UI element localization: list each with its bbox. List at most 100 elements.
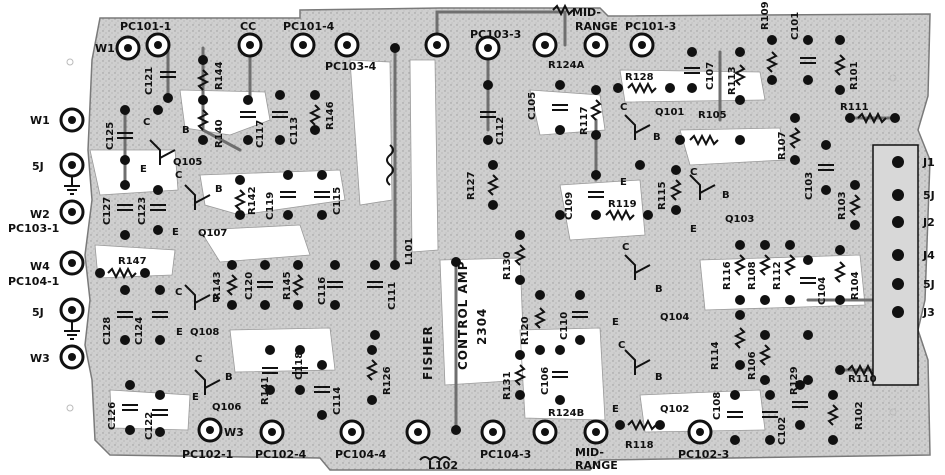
label-w1-top: W1 (95, 42, 115, 55)
ref-r108: R108 (747, 261, 758, 290)
label-pc103-4: PC103-4 (325, 60, 377, 73)
ref-r107: R107 (777, 131, 788, 160)
ref-r141: R141 (260, 376, 271, 405)
ref-c105: C105 (527, 92, 538, 120)
label-mid-bot-2: RANGE (575, 459, 618, 472)
label-pc104-1: PC104-1 (8, 275, 59, 288)
ref-r147: R147 (118, 256, 147, 267)
label-w3-left: W3 (30, 352, 50, 365)
label-j2: J2 (922, 216, 935, 229)
ref-c106: C106 (540, 367, 551, 395)
label-pc102-1: PC102-1 (182, 448, 233, 461)
ref-c104: C104 (817, 277, 828, 305)
ref-c108: C108 (712, 392, 723, 420)
label-pc103-1: PC103-1 (8, 222, 59, 235)
ref-r120: R120 (520, 316, 531, 345)
ref-c101: C101 (790, 12, 801, 40)
ref-r127: R127 (466, 171, 477, 200)
ref-q102: Q102 (660, 404, 689, 415)
ref-c115: C115 (332, 187, 343, 215)
label-5j-d: 5J (923, 278, 935, 291)
pin-q102-b: B (655, 372, 663, 383)
ref-r101: R101 (849, 61, 860, 90)
ref-r102: R102 (854, 401, 865, 430)
label-5j-b: 5J (32, 306, 44, 319)
label-pc104-4: PC104-4 (335, 448, 387, 461)
pin-q103-e: E (690, 224, 697, 235)
ref-q104: Q104 (660, 312, 689, 323)
ref-c116: C116 (317, 277, 328, 305)
pin-q105-c: C (143, 117, 150, 128)
component-labels: C121 R144 C117 C113 R146 R140 C125 C127 … (102, 1, 877, 472)
ref-q103: Q103 (725, 214, 754, 225)
label-pc101-4: PC101-4 (283, 20, 335, 33)
label-pc102-3: PC102-3 (678, 448, 729, 461)
label-pc101-3: PC101-3 (625, 20, 676, 33)
pin-q104-b: B (655, 284, 663, 295)
ref-r145: R145 (282, 271, 293, 300)
ref-r109: R109 (760, 1, 771, 30)
ref-r103: R103 (837, 191, 848, 220)
label-pc101-1: PC101-1 (120, 20, 171, 33)
ref-r116: R116 (722, 261, 733, 290)
ref-r112: R112 (772, 261, 783, 290)
ref-c124: C124 (134, 317, 145, 345)
connector-labels: J1 5J J2 J4 5J J3 (922, 156, 935, 319)
ref-c120: C120 (244, 272, 255, 300)
pin-q108-e: E (176, 327, 183, 338)
label-j1: J1 (922, 156, 935, 169)
ref-r129: R129 (789, 366, 800, 395)
pin-q107-c: C (175, 170, 182, 181)
label-pc103-3: PC103-3 (470, 28, 521, 41)
ref-q101: Q101 (655, 107, 684, 118)
ref-c118: C118 (294, 352, 305, 380)
ref-r119: R119 (608, 199, 637, 210)
ref-r113: R113 (727, 66, 738, 95)
pin-q103-b: B (722, 190, 730, 201)
ref-c107: C107 (705, 62, 716, 90)
ref-q106: Q106 (212, 402, 241, 413)
label-mid-top-2: RANGE (575, 20, 618, 33)
label-5j-c: 5J (923, 189, 935, 202)
pin-q107-e: E (172, 227, 179, 238)
ref-c123: C123 (137, 197, 148, 225)
label-pc104-3: PC104-3 (480, 448, 531, 461)
terminal-pads[interactable] (59, 32, 713, 445)
ref-r110: R110 (848, 374, 877, 385)
pin-q106-b: B (225, 372, 233, 383)
ref-r111: R111 (840, 102, 869, 113)
ref-c127: C127 (102, 197, 113, 225)
ref-l101: L101 (404, 238, 415, 265)
ref-c121: C121 (144, 67, 155, 95)
pin-q101-c: C (620, 102, 627, 113)
ref-r124b: R124B (548, 408, 584, 419)
ref-c112: C112 (495, 117, 506, 145)
label-cc: CC (240, 20, 256, 33)
ref-c117: C117 (255, 120, 266, 148)
pin-q101-b: B (653, 132, 661, 143)
ref-c125: C125 (105, 122, 116, 150)
pin-q106-e: E (192, 392, 199, 403)
pin-q105-e: E (140, 164, 147, 175)
ref-c103: C103 (804, 172, 815, 200)
transistor-labels: Q105 C B E Q107 C B E Q108 C B E Q106 C … (140, 102, 754, 415)
pin-q102-c: C (618, 340, 625, 351)
transistor-symbols (149, 114, 716, 395)
connector-strip (872, 144, 919, 386)
module-name-label: CONTROL AMP (456, 260, 470, 370)
pin-q101-e: E (620, 177, 627, 188)
label-mid-bot-1: MID- (575, 446, 604, 459)
ref-c110: C110 (559, 312, 570, 340)
ref-r115: R115 (657, 181, 668, 210)
label-w1: W1 (30, 114, 50, 127)
ref-c102: C102 (777, 417, 788, 445)
label-j4: J4 (922, 249, 935, 262)
label-w3-bottom: W3 (224, 426, 244, 439)
ref-r105: R105 (698, 110, 727, 121)
ref-r142: R142 (247, 186, 258, 215)
pin-q106-c: C (195, 354, 202, 365)
ref-c109: C109 (564, 192, 575, 220)
ref-r118: R118 (625, 440, 654, 451)
ref-r106: R106 (747, 351, 758, 380)
